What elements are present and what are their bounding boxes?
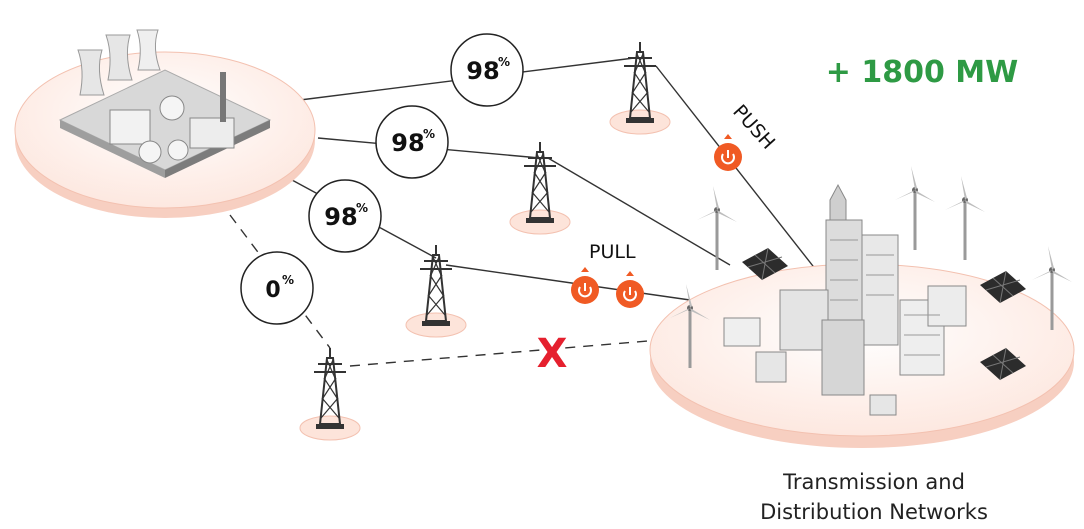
push-power-button[interactable] bbox=[713, 133, 743, 172]
transmission-tower-icon bbox=[299, 347, 361, 441]
link-percentage-4: 0 % bbox=[240, 251, 314, 325]
link-percentage-1: 98 % bbox=[450, 33, 524, 107]
caption-line-2: Distribution Networks bbox=[760, 500, 988, 524]
line-tower1-city bbox=[655, 65, 821, 276]
percentage-unit: % bbox=[498, 55, 510, 69]
pull-power-button-1[interactable] bbox=[570, 266, 600, 305]
transmission-tower-4 bbox=[299, 347, 361, 441]
percentage-unit: % bbox=[282, 273, 294, 287]
power-button-icon bbox=[615, 270, 645, 309]
connection-lines bbox=[229, 57, 821, 367]
capacity-headline: + 1800 MW bbox=[826, 55, 1018, 90]
line-tower2-city bbox=[547, 157, 731, 266]
city-icon bbox=[723, 183, 967, 416]
power-plant-icon bbox=[58, 29, 272, 178]
line-tower3-city bbox=[445, 264, 691, 301]
line-tower4-city-dashed bbox=[349, 339, 661, 367]
link-percentage-2: 98 % bbox=[375, 105, 449, 179]
line-plant-tower4-dashed bbox=[229, 214, 331, 349]
disconnected-mark: X bbox=[537, 331, 568, 377]
transmission-tower-1 bbox=[609, 41, 671, 135]
percentage-unit: % bbox=[356, 201, 368, 215]
transmission-tower-3 bbox=[405, 244, 467, 338]
percentage-value: 98 bbox=[324, 203, 357, 231]
pull-power-button-2[interactable] bbox=[615, 270, 645, 309]
city-platform bbox=[649, 164, 1075, 448]
link-percentage-3: 98 % bbox=[308, 179, 382, 253]
caption-line-1: Transmission and bbox=[782, 470, 965, 494]
pull-label: PULL bbox=[589, 241, 636, 263]
percentage-value: 0 bbox=[265, 278, 280, 303]
power-button-icon bbox=[713, 133, 743, 172]
power-button-icon bbox=[570, 266, 600, 305]
power-plant bbox=[14, 29, 316, 218]
transmission-tower-icon bbox=[609, 41, 671, 135]
percentage-value: 98 bbox=[391, 129, 424, 157]
transmission-tower-icon bbox=[405, 244, 467, 338]
percentage-value: 98 bbox=[466, 57, 499, 85]
percentage-unit: % bbox=[423, 127, 435, 141]
